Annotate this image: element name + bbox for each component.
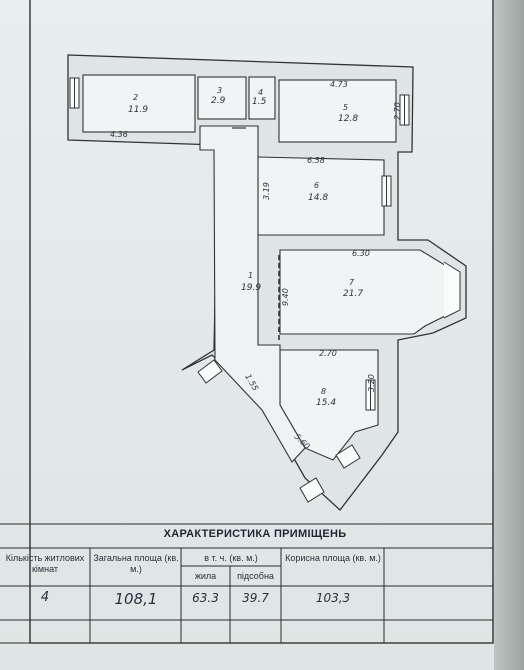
room-5-number: 5 [343, 103, 348, 112]
room-2-area: 11.9 [128, 105, 148, 115]
room-7-number: 7 [349, 278, 355, 287]
room-3-area: 2.9 [211, 96, 226, 106]
dimension-label: 9.40 [281, 288, 290, 306]
summary-title: ХАРАКТЕРИСТИКА ПРИМІЩЕНЬ [163, 528, 347, 540]
room-4-number: 4 [258, 88, 263, 97]
aux-area-value: 39.7 [242, 591, 269, 605]
room-2-number: 2 [133, 93, 138, 102]
dimension-label: 6.58 [307, 156, 325, 165]
room-1-area: 19.9 [241, 283, 261, 293]
summary-table-grid [0, 523, 493, 644]
room-6-number: 6 [314, 181, 319, 190]
page-edge-shadow [494, 0, 524, 670]
dimension-label: 6.30 [352, 249, 370, 258]
rooms-count-value: 4 [40, 590, 50, 605]
living-label: жила [194, 571, 217, 581]
room-7 [279, 249, 454, 335]
summary-section: ХАРАКТЕРИСТИКА ПРИМІЩЕНЬ Кількість житло… [0, 520, 494, 650]
dimension-label: 4.36 [110, 130, 128, 139]
room-1 [199, 125, 306, 463]
living-area-value: 63.3 [192, 591, 219, 605]
incl-label: в т. ч. (кв. м.) [204, 553, 258, 563]
dimension-label: 4.73 [330, 80, 348, 89]
dimension-label: 3.19 [262, 182, 271, 200]
room-labels: 2 11.9 3 2.9 4 1.5 5 12.8 6 14.8 1 19.9 … [128, 86, 363, 408]
room-4-area: 1.5 [252, 97, 267, 107]
dimension-label: 2.70 [319, 349, 337, 358]
dimension-label: 3.20 [367, 374, 376, 392]
rooms-count-label: Кількість житлових кімнат [5, 553, 85, 574]
aux-label: підсобна [237, 571, 274, 581]
useful-area-value: 103,3 [315, 591, 351, 605]
room-4 [248, 76, 276, 120]
room-1-number: 1 [248, 271, 253, 280]
total-area-label: Загальна площа (кв. м.) [93, 553, 179, 574]
useful-area-label: Корисна площа (кв. м.) [285, 553, 381, 563]
room-5-area: 12.8 [338, 114, 358, 124]
room-3-number: 3 [217, 86, 222, 95]
room-2 [82, 74, 196, 133]
room-6-area: 14.8 [308, 193, 328, 203]
room-8-area: 15.4 [316, 398, 336, 408]
room-7-area: 21.7 [343, 289, 363, 299]
room-3 [197, 76, 247, 120]
room-8-number: 8 [321, 387, 326, 396]
total-area-value: 108,1 [114, 590, 158, 608]
windows [69, 77, 461, 503]
dimension-label: 2.70 [393, 102, 402, 120]
room-5 [278, 79, 397, 143]
